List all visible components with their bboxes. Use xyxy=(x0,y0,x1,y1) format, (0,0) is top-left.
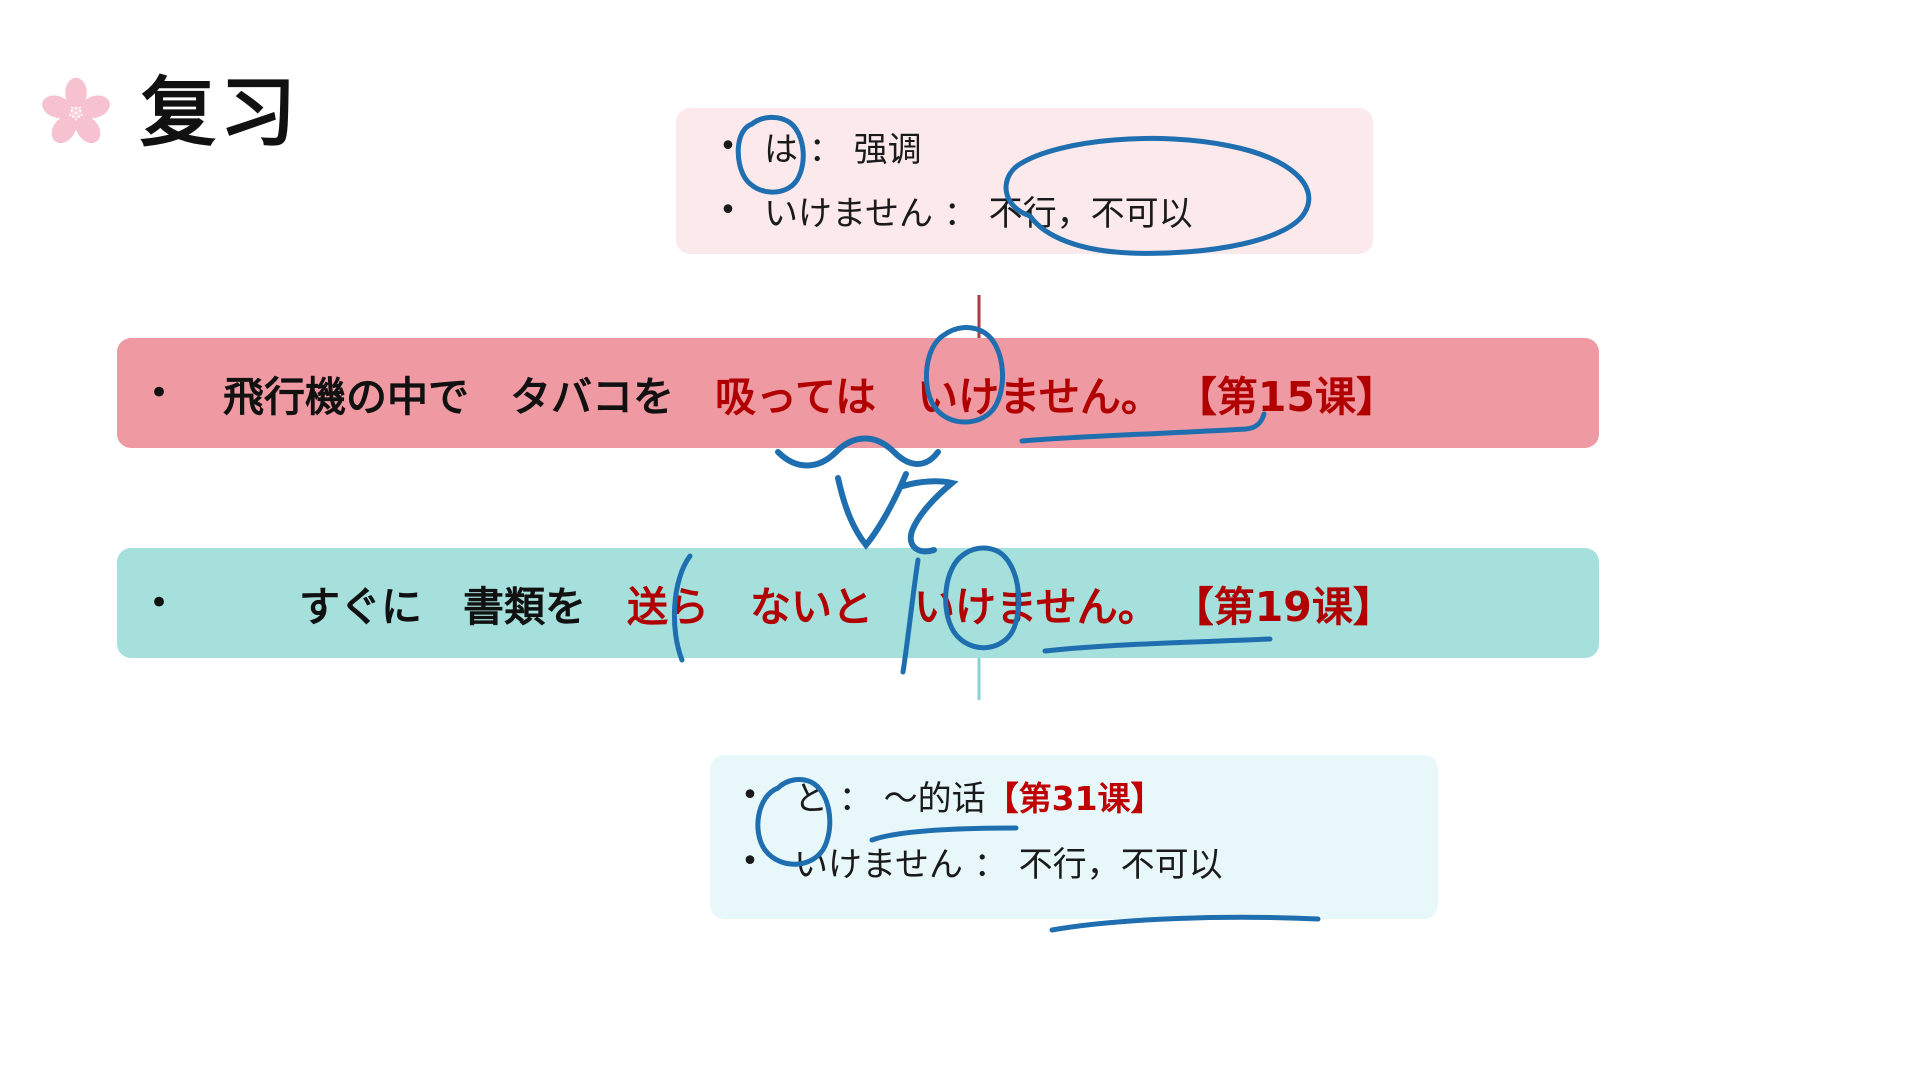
note-term-ikemasen: いけません xyxy=(794,845,963,885)
note-line: • いけません ： 不行，不可以 xyxy=(710,186,1193,235)
handwritten-te xyxy=(900,478,959,555)
note-term-ha: は xyxy=(764,130,798,170)
arrow-down-icon xyxy=(977,658,981,700)
note-gloss-buxing-bukeyi: 不行，不可以 xyxy=(988,194,1193,234)
underline-buxing-bukeyi xyxy=(1049,914,1321,933)
lesson-tag-19: 【第19课】 xyxy=(1172,583,1394,631)
bullet-icon: • xyxy=(148,373,170,413)
sentence-segment-red: 送ら ないと いけません。 xyxy=(627,583,1159,631)
note-line: • いけません ： 不行，不可以 xyxy=(732,837,1223,886)
note-line: • は ： 强调 xyxy=(710,122,922,171)
v-mark xyxy=(835,471,909,550)
note-separator: ： xyxy=(932,194,989,234)
slide-header: 复习 xyxy=(40,75,300,151)
note-gloss-buxing-bukeyi: 不行，不可以 xyxy=(1018,845,1223,885)
note-term-to: と xyxy=(794,779,828,819)
bullet-icon: • xyxy=(741,844,759,879)
note-separator: ： xyxy=(962,845,1019,885)
grammar-note-ha: • は ： 强调 • いけません ： 不行，不可以 xyxy=(676,108,1373,254)
example-sentence-lesson-15: • 飛行機の中で タバコを 吸っては いけません。 【第15课】 xyxy=(117,338,1599,448)
note-gloss-qiangdiao: 强调 xyxy=(853,130,922,170)
bullet-icon: • xyxy=(741,778,759,813)
bullet-icon: • xyxy=(719,193,737,228)
note-term-ikemasen: いけません xyxy=(764,194,933,234)
sentence-segment-black: 飛行機の中で タバコを xyxy=(223,373,715,421)
sentence-segment-red: 吸っては いけません。 xyxy=(715,373,1162,421)
note-gloss-dehua: 〜的话 xyxy=(883,779,986,819)
note-separator: ： xyxy=(798,130,854,170)
sentence-segment-black: すぐに 書類を xyxy=(299,583,627,631)
lesson-tag-15: 【第15课】 xyxy=(1175,373,1397,421)
lesson-tag-31: 【第31课】 xyxy=(985,778,1164,818)
example-sentence-lesson-19: • すぐに 書類を 送ら ないと いけません。 【第19课】 xyxy=(117,548,1599,658)
note-line: • と ： 〜的话 【第31课】 xyxy=(732,771,1164,820)
bullet-icon: • xyxy=(148,583,170,623)
arrow-up-icon xyxy=(977,295,981,338)
grammar-note-to: • と ： 〜的话 【第31课】 • いけません ： 不行，不可以 xyxy=(710,755,1438,919)
note-separator: ： xyxy=(828,779,884,819)
bullet-icon: • xyxy=(719,129,737,164)
page-title: 复习 xyxy=(140,68,300,157)
sakura-flower-icon xyxy=(40,77,112,149)
